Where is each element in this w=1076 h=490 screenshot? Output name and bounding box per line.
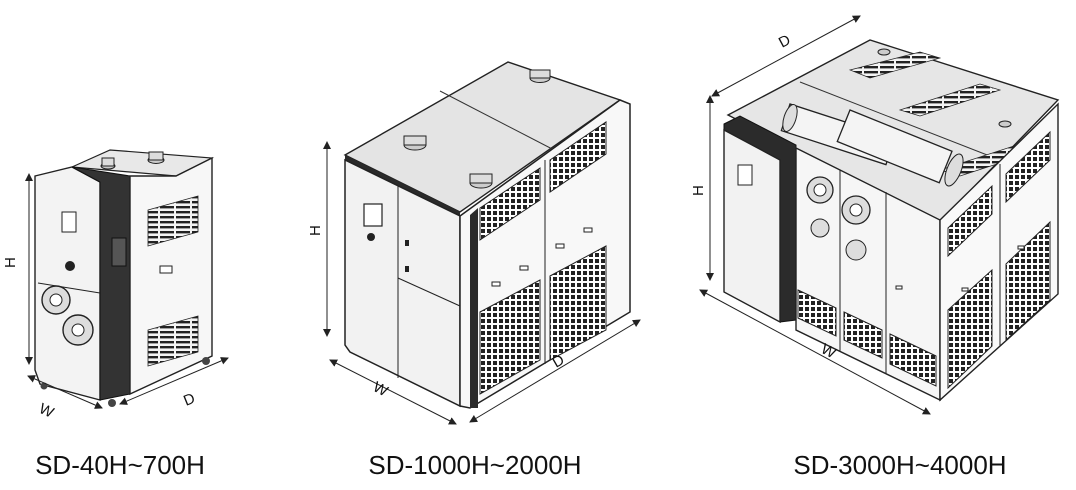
model-label-large: SD-3000H~4000H	[793, 450, 1007, 480]
svg-text:H: H	[690, 185, 707, 196]
top-duct-cylinders	[780, 103, 964, 187]
svg-text:D: D	[181, 390, 198, 410]
model-label-small: SD-40H~700H	[35, 450, 205, 480]
svg-text:H: H	[2, 257, 19, 268]
svg-text:D: D	[776, 31, 794, 51]
model-label-medium: SD-1000H~2000H	[368, 450, 582, 480]
unit-small: H W D	[2, 149, 229, 422]
unit-large: H W D	[690, 15, 1060, 415]
svg-text:W: W	[36, 400, 57, 422]
svg-text:D: D	[550, 351, 568, 371]
svg-text:H: H	[307, 225, 324, 236]
unit-medium: H W D	[307, 61, 641, 425]
